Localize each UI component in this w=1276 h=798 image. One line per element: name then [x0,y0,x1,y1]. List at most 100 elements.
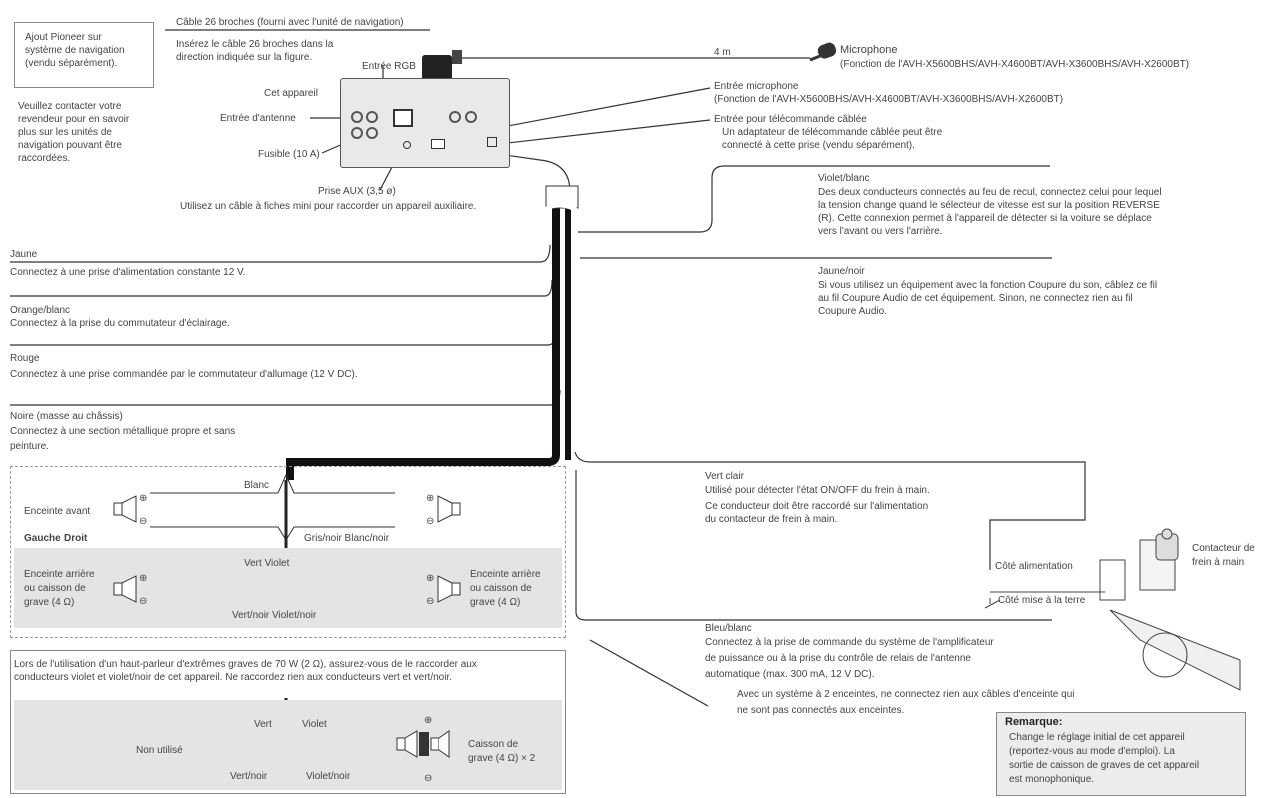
unit-label: Cet appareil [264,88,318,99]
mic-models: (Fonction de l'AVH-X5600BHS/AVH-X4600BT/… [840,59,1190,70]
wire-noir-desc-1: Connectez à une section métallique propr… [10,426,236,437]
wire-jaune-noir-desc-1: Si vous utilisez un équipement avec la f… [818,280,1158,291]
wire-vert-clair-desc-2: Ce conducteur doit être raccordé sur l'a… [705,501,929,512]
pioneer-note-line-2: système de navigation [25,45,125,56]
handbrake-switch-icon [1148,528,1188,569]
speaker-front-left-icon [112,494,142,529]
remarque-box: Remarque: Change le réglage initial de c… [996,712,1246,796]
mic-input-title: Entrée microphone [714,81,799,92]
mic-plug [452,50,462,64]
rca-jacks [351,111,391,141]
dealer-note-line-5: raccordées. [18,153,71,164]
sub-note-line-1: Lors de l'utilisation d'un haut-parleur … [14,659,477,670]
wire-noir-desc-2: peinture. [10,441,49,452]
wire-jaune [10,244,551,263]
dealer-note-line-2: revendeur pour en savoir [18,114,130,125]
wire-bleu-blanc-desc-1: Connectez à la prise de commande du syst… [705,637,994,648]
harness-bundle [286,185,582,480]
dealer-note-line-3: plus sur les unités de [18,127,112,138]
dealer-note-line-1: Veuillez contacter votre [18,101,122,112]
wire-bleu-blanc-desc-2: de puissance ou à la prise du contrôle d… [705,653,971,664]
wire-jaune-name: Jaune [10,249,38,260]
rear-left-label-3: grave (4 Ω) [24,597,75,608]
wire-jaune-noir-desc-3: Coupure Audio. [818,306,887,317]
wire-vert-clair-name: Vert clair [705,471,744,482]
wire-orange-blanc [10,279,553,297]
droit-label: Droit [64,533,88,544]
wire-jaune-noir-desc-2: au fil Coupure Audio de cet équipement. … [818,293,1133,304]
aux-desc: Utilisez un câble à fiches mini pour rac… [180,201,477,212]
blanc-label: Blanc [244,480,270,491]
two-speaker-note-1: Avec un système à 2 enceintes, ne connec… [737,689,1075,700]
speaker-rear-right-icon [432,574,462,609]
wire-jaune-desc: Connectez à une prise d'alimentation con… [10,267,246,278]
remarque-body-4: est monophonique. [1009,774,1095,785]
wire-violet-blanc-desc-1: Des deux conducteurs connectés au feu de… [818,187,1162,198]
wire-bleu-blanc [575,470,1052,621]
rear-left-minus: ⊖ [139,596,148,607]
wire-violet-blanc-desc-4: vers l'avant ou vers l'arrière. [818,226,943,237]
wire-vert-clair-desc-3: du contacteur de frein à main. [705,514,838,525]
microphone-icon [808,42,838,71]
vert-violet-label: Vert Violet [244,558,290,569]
wire-bleu-blanc-desc-3: automatique (max. 300 mA, 12 V DC). [705,669,875,680]
rear-right-minus: ⊖ [426,596,435,607]
remarque-body-1: Change le réglage initial de cet apparei… [1009,732,1185,743]
front-right-plus: ⊕ [426,493,435,504]
sub-violet-label: Violet [302,719,327,730]
gris-noir-label: Gris/noir Blanc/noir [304,533,390,544]
rear-left-plus: ⊕ [139,573,148,584]
rgb-input-label: Entrée RGB [362,61,416,72]
non-utilise-label: Non utilisé [136,745,183,756]
sub-vert-noir-label: Vert/noir [230,771,268,782]
rear-speaker-bg [14,548,562,628]
head-unit-rear [340,78,510,168]
wire-orange-name: Orange/blanc [10,305,71,316]
rear-right-label-1: Enceinte arrière [470,569,541,580]
front-left-minus: ⊖ [139,516,148,527]
cote-alim-label: Côté alimentation [995,561,1073,572]
cable26-insert-2: direction indiquée sur la figure. [176,52,313,63]
wire-bleu-blanc-name: Bleu/blanc [705,623,752,634]
speaker-rear-left-icon [112,574,142,609]
remarque-body-2: (reportez-vous au mode d'emploi). La [1009,746,1175,757]
rear-left-label-2: ou caisson de [24,583,86,594]
speaker-front-right-icon [432,494,462,529]
sub-panel-bg [14,700,562,790]
rear-right-label-3: grave (4 Ω) [470,597,521,608]
wire-orange-desc: Connectez à la prise du commutateur d'éc… [10,318,230,329]
wire-rouge-desc: Connectez à une prise commandée par le c… [10,369,358,380]
mic-length: 4 m [714,47,731,58]
pioneer-note-box: Ajout Pioneer sur système de navigation … [14,22,154,88]
remote-leader [489,119,711,146]
caisson-label-1: Caisson de [468,739,519,750]
speaker-panel [10,466,566,638]
sub-link [589,639,709,707]
fuse-slot [431,139,445,149]
wire-jaune-noir-name: Jaune/noir [818,266,865,277]
antenna-input-label: Entrée d'antenne [220,113,296,124]
wire-violet-blanc [577,165,1050,233]
two-speaker-note-2: ne sont pas connectés aux enceintes. [737,705,905,716]
antenna-port [393,109,413,127]
remote-desc-2: connecté à cette prise (vendu séparément… [722,140,915,151]
wire-rouge [10,329,557,346]
contacteur-label-1: Contacteur de [1192,543,1255,554]
sub-note-panel [10,650,566,794]
cote-masse-label: Côté mise à la terre [998,595,1086,606]
sub-minus: ⊖ [424,773,433,784]
aux-title: Prise AUX (3,5 ø) [318,186,396,197]
wire-vert-clair-desc-1: Utilisé pour détecter l'état ON/OFF du f… [705,485,930,496]
mic-title: Microphone [840,44,898,56]
wire-vert-clair [574,451,1086,570]
fuse-label: Fusible (10 A) [258,149,320,160]
sub-plus: ⊕ [424,715,433,726]
sub-violet-noir-label: Violet/noir [306,771,351,782]
remote-desc-1: Un adaptateur de télécommande câblée peu… [722,127,943,138]
remote-jack [487,137,497,147]
remote-title: Entrée pour télécommande câblée [714,114,867,125]
remarque-body-3: sortie de caisson de graves de cet appar… [1009,760,1200,771]
wire-violet-blanc-name: Violet/blanc [818,173,870,184]
cable26-insert-1: Insérez le câble 26 broches dans la [176,39,334,50]
remarque-title: Remarque: [1005,716,1063,728]
